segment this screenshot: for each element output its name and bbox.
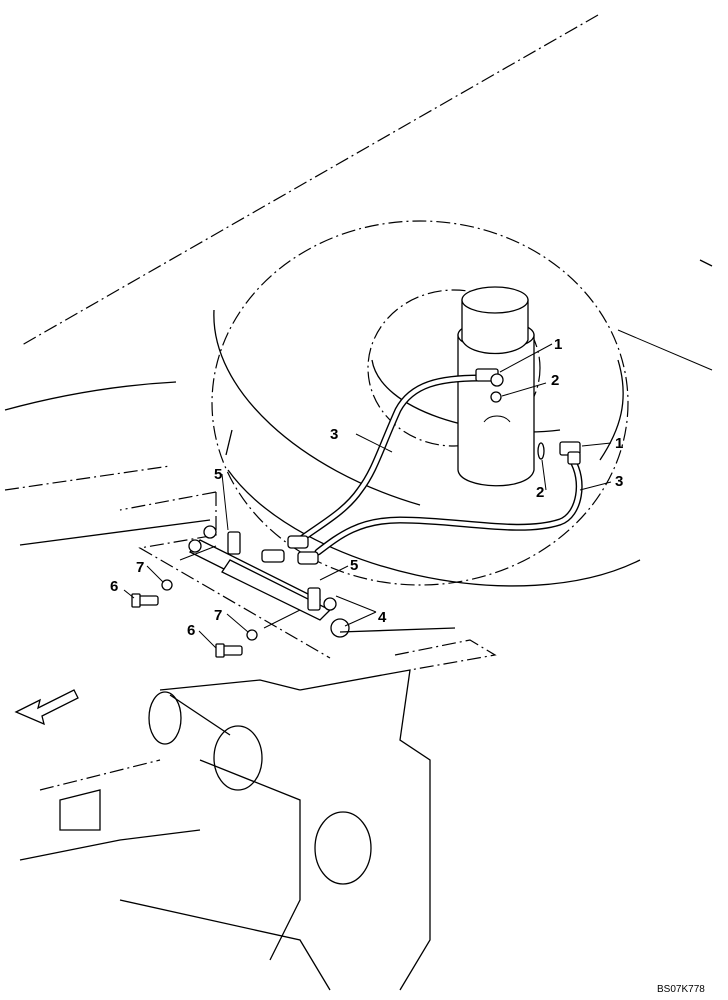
- callout-5-mid: 5: [350, 557, 358, 574]
- lower-frame: [19, 519, 497, 991]
- drawing-code: BS07K778: [657, 984, 705, 995]
- callout-labels: 1 2 3 1 2 3 5 5 4 7 6 7 6: [110, 336, 623, 639]
- callout-2-right: 2: [536, 484, 544, 501]
- callout-3-right: 3: [615, 473, 623, 490]
- callout-5-top: 5: [214, 466, 222, 483]
- swing-bearing: [211, 220, 713, 587]
- callout-4: 4: [378, 609, 387, 626]
- callout-3-left: 3: [330, 426, 338, 443]
- callout-7-top: 7: [136, 559, 144, 576]
- hydraulic-hoses: [296, 374, 583, 556]
- upper-structure-outline: [4, 14, 713, 411]
- callout-1-top: 1: [554, 336, 562, 353]
- leader-lines: [123, 343, 612, 649]
- elbow-fittings: [475, 368, 581, 465]
- bolts-and-washers: [131, 579, 258, 658]
- callout-1-right: 1: [615, 435, 623, 452]
- clamp-assembly: [188, 525, 350, 638]
- mounting-bracket-outline: [4, 465, 331, 659]
- callout-6-top: 6: [110, 578, 118, 595]
- callout-7-bottom: 7: [214, 607, 222, 624]
- callout-6-bottom: 6: [187, 622, 195, 639]
- front-direction-arrow: [14, 689, 79, 726]
- callout-2-top: 2: [551, 372, 559, 389]
